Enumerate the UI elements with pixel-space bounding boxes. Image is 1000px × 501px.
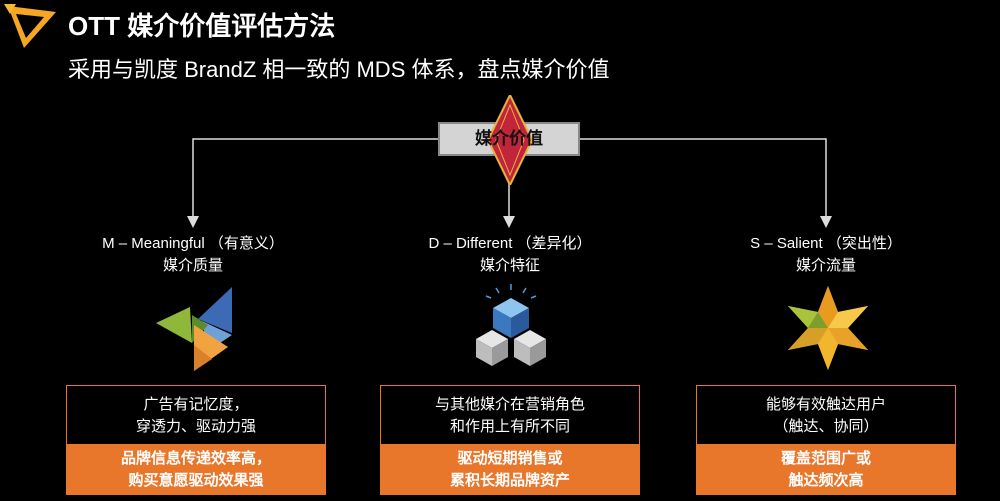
- desc-line: 穿透力、驱动力强: [135, 418, 256, 435]
- desc-line: （触达、协同）: [773, 418, 879, 435]
- highlight-line: 累积长期品牌资产: [449, 472, 570, 489]
- column-d-title: D – Different （差异化）: [428, 235, 592, 252]
- column-s-description: 能够有效触达用户 （触达、协同）: [696, 385, 956, 445]
- highlight-line: 覆盖范围广或: [780, 450, 871, 467]
- desc-line: 广告有记忆度，: [143, 396, 249, 413]
- triangles-icon: [156, 287, 232, 371]
- highlight-line: 品牌信息传递效率高，: [120, 450, 271, 467]
- brand-logo-icon: [4, 4, 56, 48]
- diamond-icon: [486, 95, 534, 185]
- star-icon: [788, 286, 868, 370]
- column-m-subtitle: 媒介质量: [162, 257, 223, 274]
- highlight-line: 购买意愿驱动效果强: [128, 472, 264, 489]
- column-d-description: 与其他媒介在营销角色 和作用上有所不同: [380, 385, 640, 445]
- column-d-highlight: 驱动短期销售或 累积长期品牌资产: [380, 445, 640, 495]
- desc-line: 和作用上有所不同: [449, 418, 570, 435]
- page-title: OTT 媒介价值评估方法: [68, 11, 336, 41]
- column-m-title: M – Meaningful （有意义）: [102, 235, 284, 252]
- column-s-subtitle: 媒介流量: [795, 257, 856, 274]
- cubes-icon: [476, 284, 546, 366]
- desc-line: 与其他媒介在营销角色: [434, 396, 585, 413]
- column-s-highlight: 覆盖范围广或 触达频次高: [696, 445, 956, 495]
- page-subtitle: 采用与凯度 BrandZ 相一致的 MDS 体系，盘点媒介价值: [68, 57, 610, 82]
- highlight-line: 触达频次高: [788, 472, 864, 489]
- highlight-line: 驱动短期销售或: [457, 450, 563, 467]
- column-s-title: S – Salient （突出性）: [750, 235, 902, 252]
- center-label: 媒介价值: [475, 129, 543, 148]
- column-m-highlight: 品牌信息传递效率高， 购买意愿驱动效果强: [66, 445, 326, 495]
- desc-line: 能够有效触达用户: [765, 396, 886, 413]
- column-d-subtitle: 媒介特征: [479, 257, 540, 274]
- column-m-description: 广告有记忆度， 穿透力、驱动力强: [66, 385, 326, 445]
